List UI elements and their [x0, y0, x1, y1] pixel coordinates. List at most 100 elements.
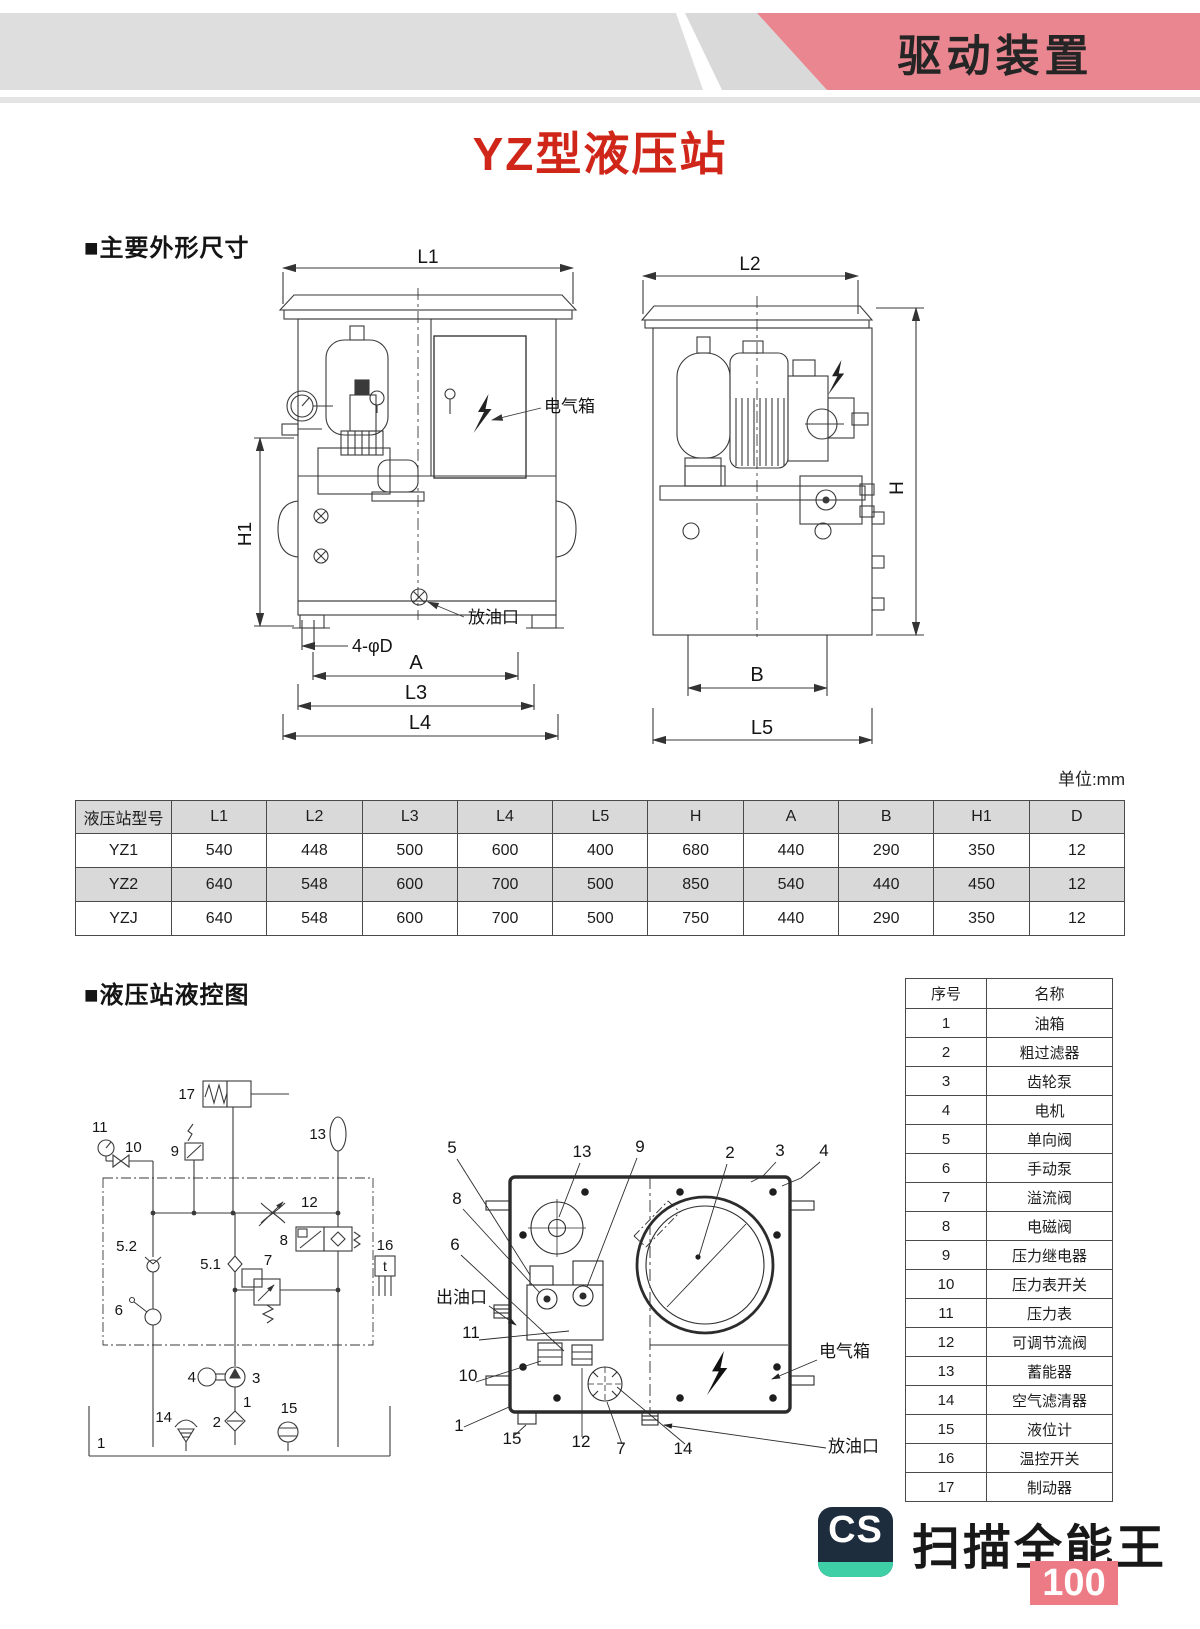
table-cell: 290 — [838, 901, 935, 936]
table-cell: 680 — [647, 833, 744, 868]
schematic-label-10: 10 — [125, 1139, 142, 1156]
table-cell: 290 — [838, 833, 935, 868]
table-cell: 540 — [170, 833, 268, 868]
column-header: 名称 — [986, 978, 1113, 1009]
table-cell: 电磁阀 — [986, 1211, 1113, 1241]
schematic-label-2: 2 — [213, 1414, 221, 1431]
schematic-label-7: 7 — [264, 1252, 272, 1269]
dim-label-b: B — [750, 664, 763, 686]
column-header: L5 — [552, 800, 649, 834]
table-cell: 压力表 — [986, 1298, 1113, 1328]
table-cell: 750 — [647, 901, 744, 936]
column-header: H1 — [933, 800, 1030, 834]
front-view-drawing: L1 H1 4-φD A L3 L4 放油口 电气箱 — [238, 248, 595, 741]
table-cell: 540 — [742, 867, 840, 902]
table-cell: 油箱 — [986, 1008, 1113, 1038]
table-cell: 齿轮泵 — [986, 1066, 1113, 1096]
table-cell: 500 — [552, 867, 649, 902]
table-cell: 制动器 — [986, 1472, 1113, 1502]
table-cell: 空气滤清器 — [986, 1385, 1113, 1415]
table-cell: 700 — [456, 901, 554, 936]
schematic-label-8: 8 — [280, 1232, 288, 1249]
table-cell: 450 — [933, 867, 1030, 902]
table-cell: 400 — [552, 833, 649, 868]
dim-label-l2: L2 — [739, 254, 760, 275]
schematic-label-6: 6 — [115, 1302, 123, 1319]
table-cell: 12 — [1028, 901, 1126, 936]
table-cell: 440 — [838, 867, 935, 902]
schematic-label-11: 11 — [92, 1119, 108, 1136]
outlet-port-label: 出油口 — [436, 1288, 487, 1307]
topview-label-2: 2 — [725, 1143, 734, 1162]
table-cell: 850 — [647, 867, 744, 902]
watermark-badge: 100 — [1030, 1561, 1118, 1605]
schematic-label-3: 3 — [252, 1370, 260, 1387]
topview-label-4: 4 — [819, 1141, 828, 1160]
table-cell: 15 — [905, 1414, 987, 1444]
schematic-label-5-2: 5.2 — [116, 1238, 137, 1255]
schematic-label-12: 12 — [301, 1194, 318, 1211]
table-cell: 10 — [905, 1269, 987, 1299]
electric-box-label: 电气箱 — [819, 1342, 870, 1361]
table-cell: 640 — [170, 901, 268, 936]
table-cell: 548 — [266, 867, 363, 902]
column-header: L2 — [266, 800, 363, 834]
section-schematic-heading: ■液压站液控图 — [84, 982, 250, 1009]
table-cell: 电机 — [986, 1095, 1113, 1125]
schematic-label-16: 16 — [377, 1237, 394, 1254]
table-cell: YZ2 — [75, 867, 172, 902]
dim-label-h1: H1 — [238, 522, 256, 546]
column-header: 序号 — [905, 978, 987, 1009]
table-cell: 液位计 — [986, 1414, 1113, 1444]
table-cell: 2 — [905, 1037, 987, 1067]
table-cell: 448 — [266, 833, 363, 868]
column-header: L4 — [456, 800, 554, 834]
header-divider-line — [0, 97, 1200, 103]
topview-label-3: 3 — [775, 1141, 784, 1160]
table-cell: 手动泵 — [986, 1153, 1113, 1183]
table-cell: YZJ — [75, 901, 172, 936]
topview-label-15: 15 — [503, 1429, 522, 1448]
table-cell: 11 — [905, 1298, 987, 1328]
schematic-label-15: 15 — [281, 1400, 298, 1417]
table-cell: 500 — [361, 833, 458, 868]
lightning-bolt-icon — [473, 394, 492, 433]
table-cell: YZ1 — [75, 833, 172, 868]
column-header: H — [647, 800, 744, 834]
schematic-label-4: 4 — [188, 1369, 196, 1386]
dim-label-l1: L1 — [417, 248, 438, 268]
side-view-drawing: L2 H B L5 — [640, 254, 924, 745]
topview-label-11: 11 — [462, 1323, 480, 1342]
page-title: YZ型液压站 — [472, 128, 728, 180]
topview-label-1: 1 — [454, 1416, 463, 1435]
table-cell: 12 — [1028, 833, 1126, 868]
table-cell: 5 — [905, 1124, 987, 1154]
schematic-label-17: 17 — [178, 1086, 195, 1103]
schematic-label-13: 13 — [309, 1126, 326, 1143]
table-cell: 12 — [1028, 867, 1126, 902]
topview-label-5: 5 — [447, 1138, 456, 1157]
table-cell: 12 — [905, 1327, 987, 1357]
table-cell: 溢流阀 — [986, 1182, 1113, 1212]
table-cell: 640 — [170, 867, 268, 902]
table-cell: 600 — [456, 833, 554, 868]
top-view-drawing: 5 13 9 2 3 4 8 6 出油口 11 10 1 15 12 7 14 … — [436, 1137, 879, 1458]
lightning-bolt-icon — [706, 1351, 728, 1396]
table-cell: 600 — [361, 867, 458, 902]
drain-port-label: 放油口 — [468, 608, 519, 627]
thermal-t-symbol: t — [383, 1258, 387, 1274]
